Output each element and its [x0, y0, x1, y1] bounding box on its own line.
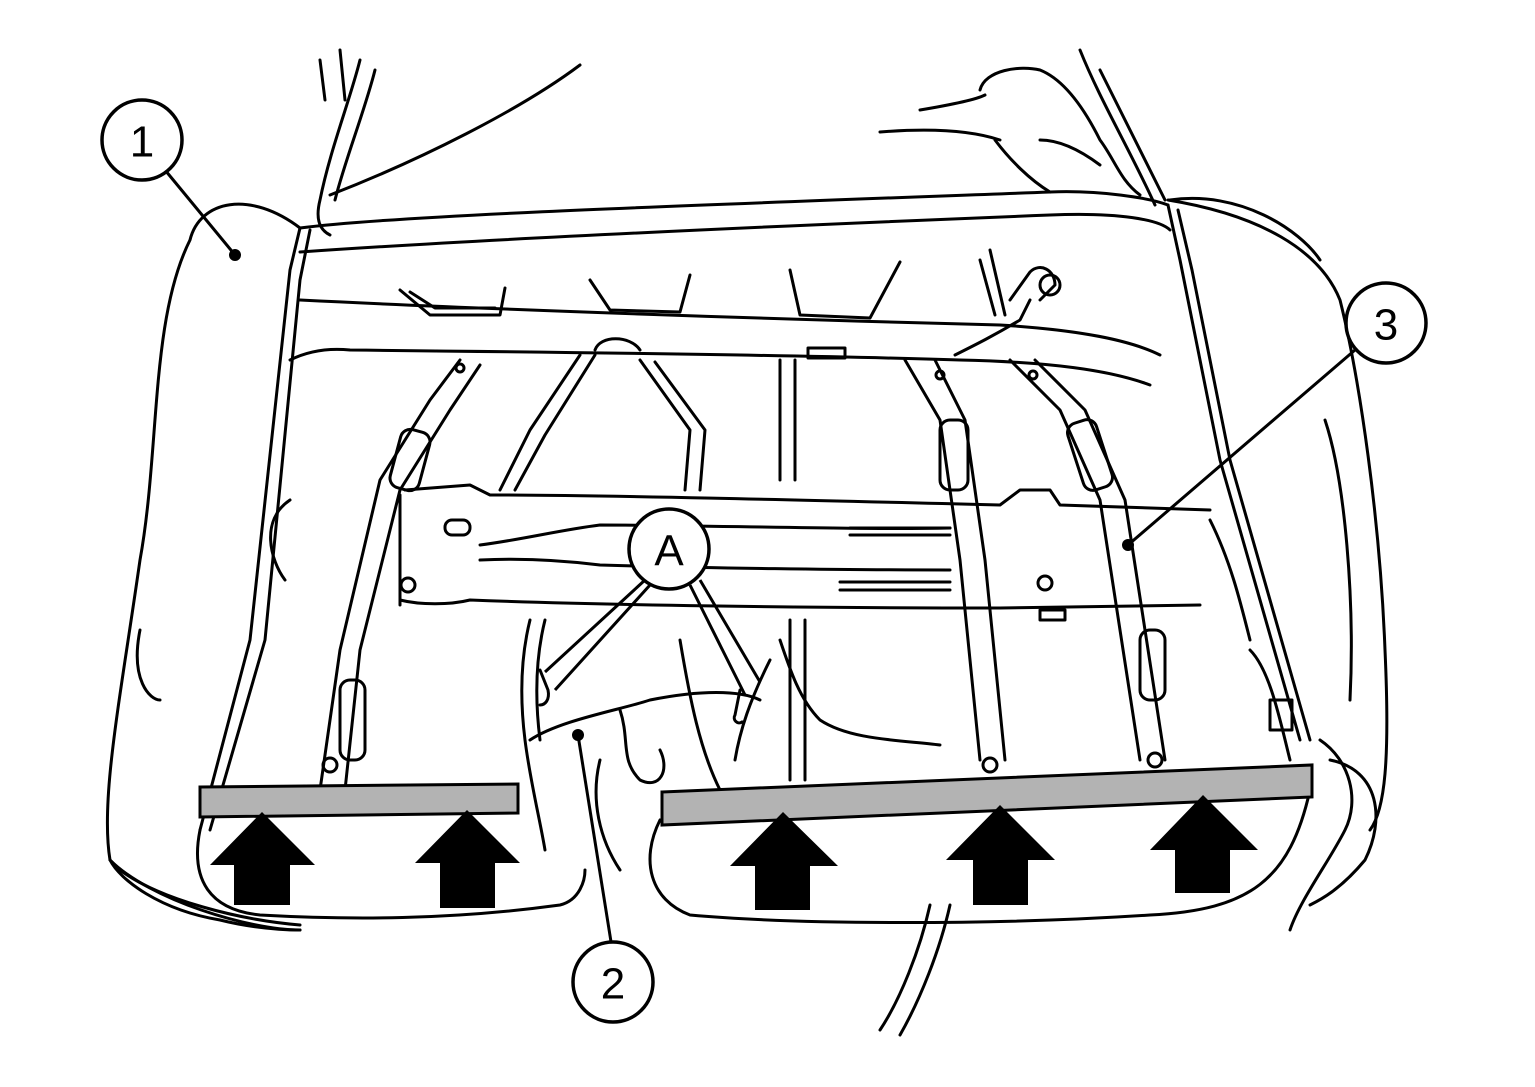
callout-2: 2	[571, 940, 655, 1024]
callout-leaders	[163, 169, 1356, 949]
retaining-strips	[198, 763, 1314, 827]
retaining-strip-right	[660, 763, 1314, 827]
push-arrows	[210, 795, 1258, 910]
seat-frame-inner	[288, 248, 1162, 387]
callout-3-label: 3	[1374, 301, 1398, 350]
callout-3: 3	[1344, 281, 1428, 365]
seat-frame-top	[198, 48, 1312, 832]
arrow-up-icon	[946, 805, 1055, 905]
cross-member	[398, 483, 1212, 622]
retaining-strip-left	[198, 782, 520, 819]
callout-1: 1	[100, 98, 184, 182]
arrow-up-icon	[415, 810, 520, 908]
callout-2-label: 2	[601, 960, 625, 1009]
arrow-up-icon	[1150, 795, 1258, 893]
callout-a-label: A	[654, 527, 684, 576]
front-bolster	[108, 738, 1378, 1037]
seat-pad-outline	[105, 197, 1389, 932]
arrow-up-icon	[730, 812, 838, 910]
callout-a: A	[627, 507, 711, 591]
seat-springs	[318, 353, 1167, 792]
lower-details	[269, 498, 1294, 872]
arrow-up-icon	[210, 812, 315, 905]
callout-1-label: 1	[130, 118, 154, 167]
